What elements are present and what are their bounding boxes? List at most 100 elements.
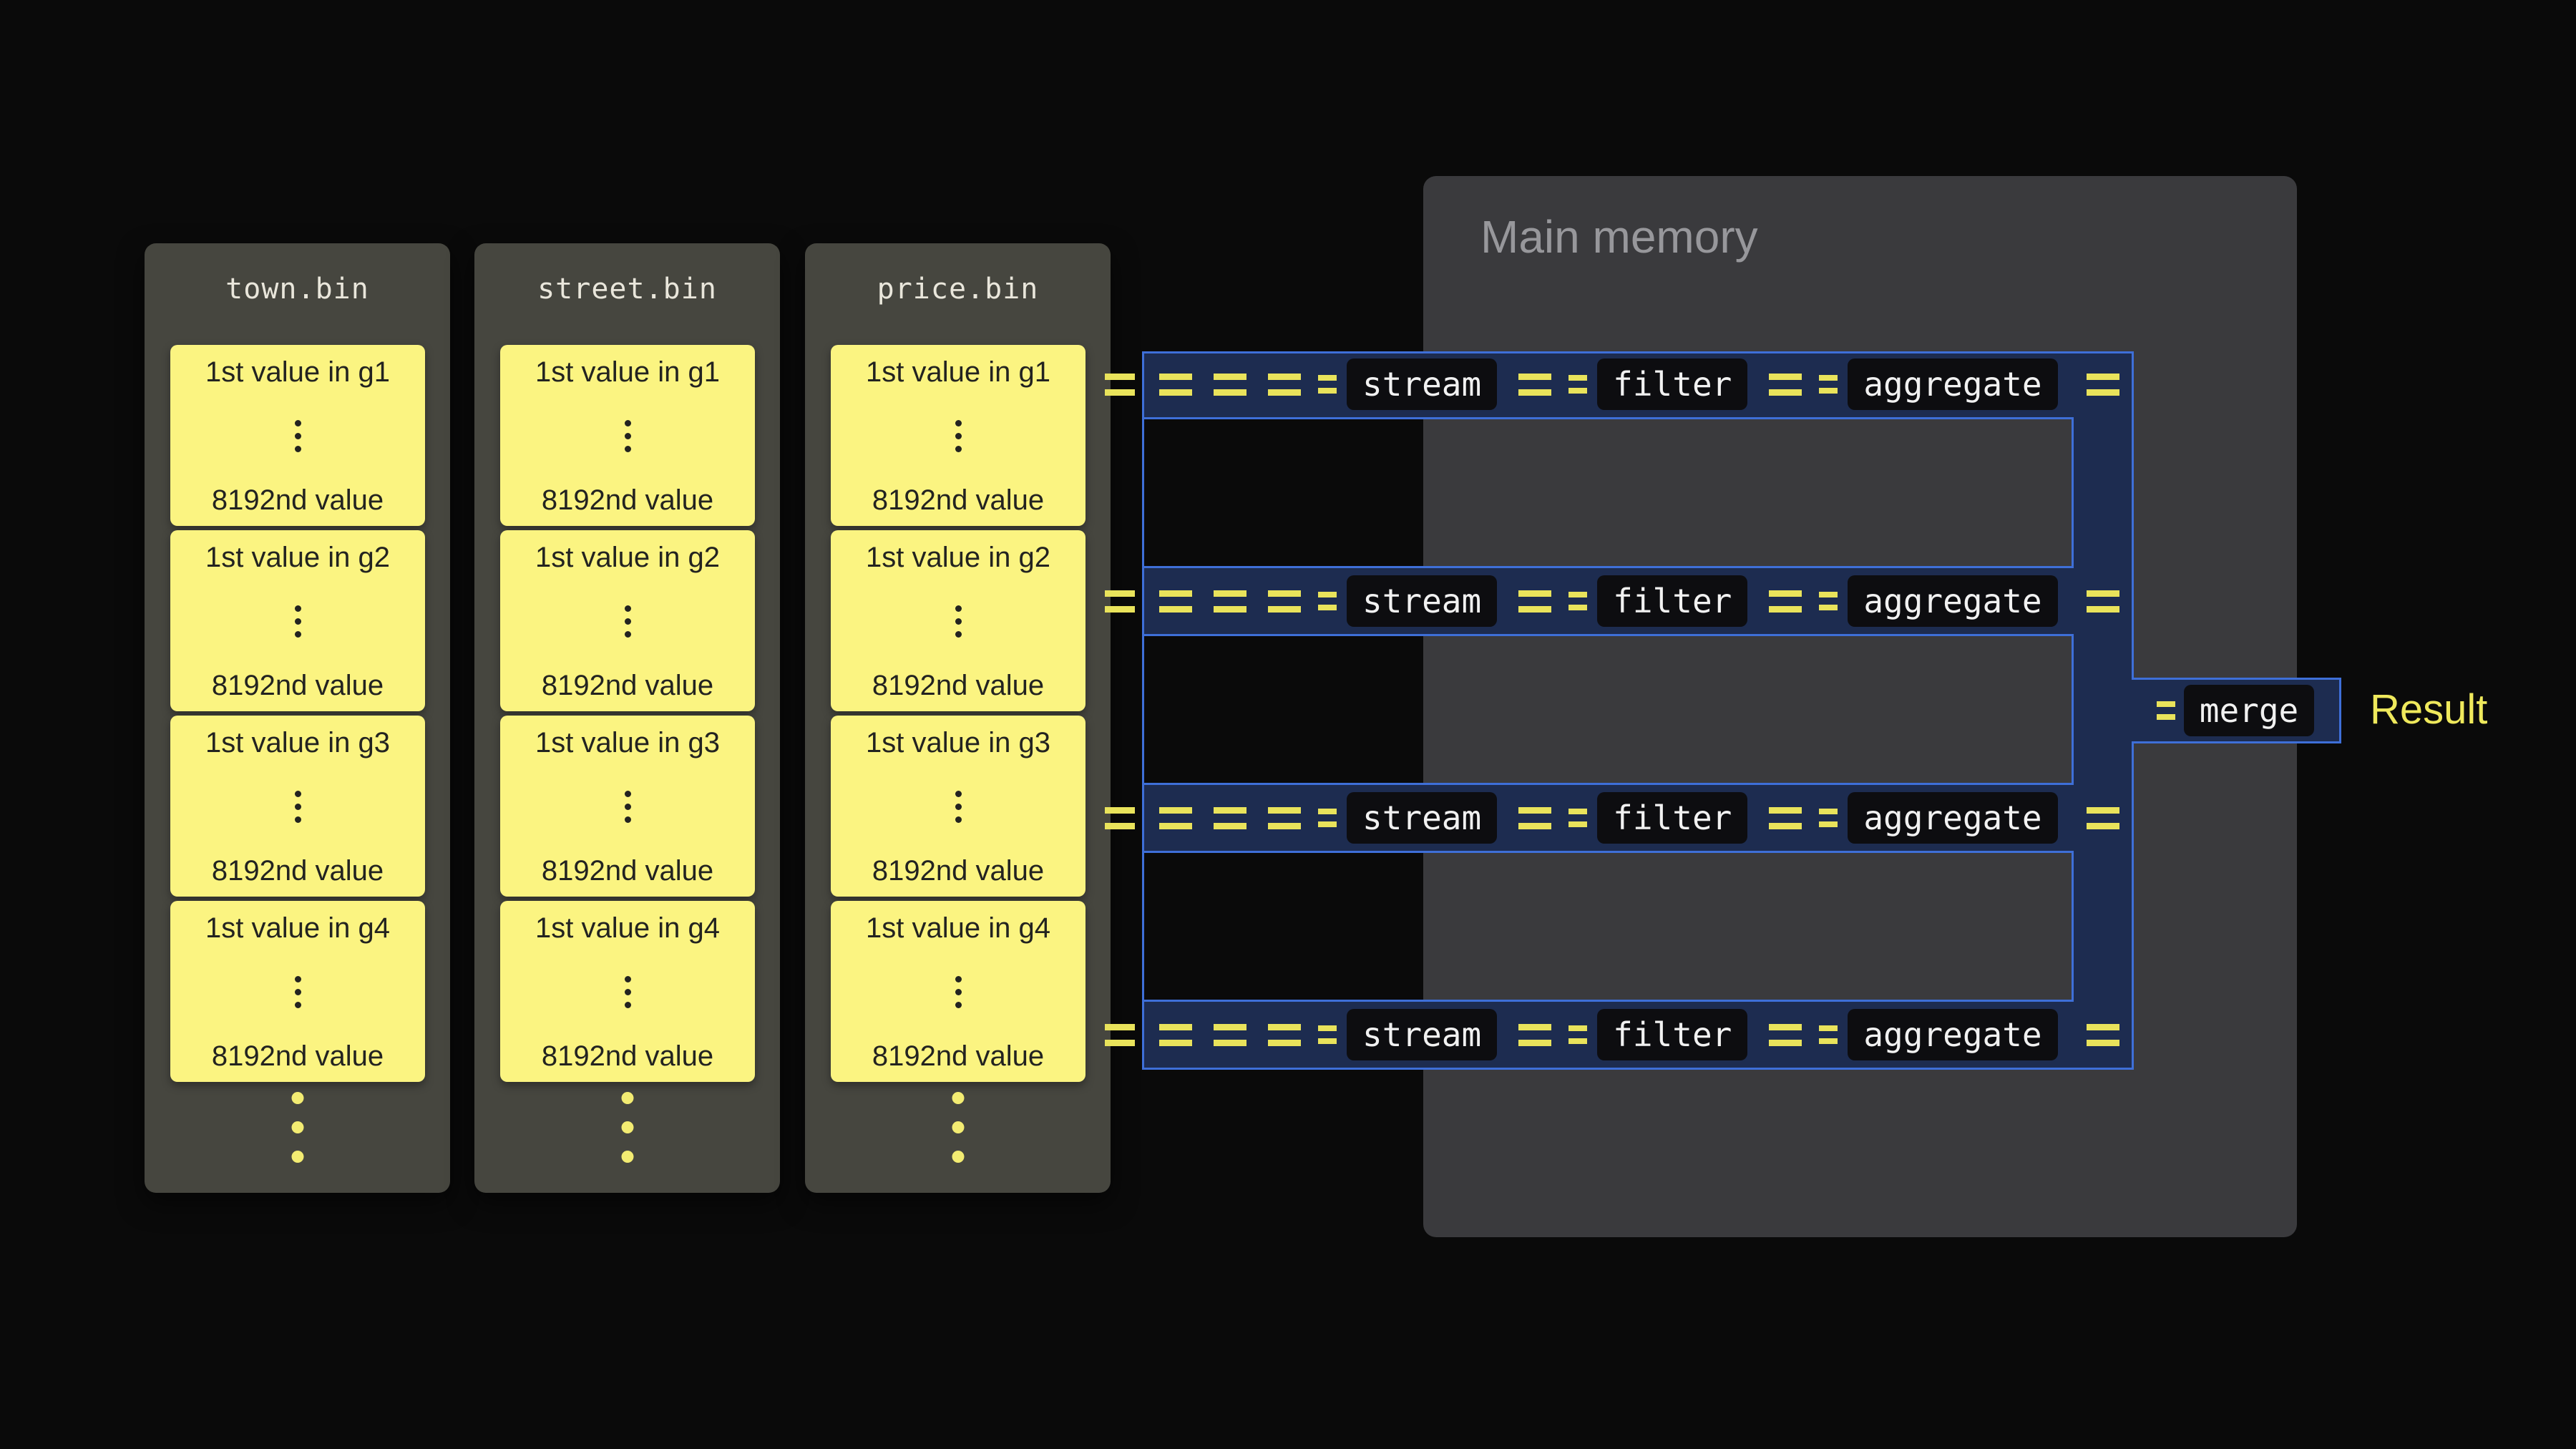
value-group-list: 1st value in g1 8192nd value 1st value i…: [500, 345, 755, 1082]
first-value-label: 1st value in g4: [205, 912, 390, 944]
first-value-label: 1st value in g2: [535, 542, 720, 573]
first-value-label: 1st value in g2: [866, 542, 1050, 573]
data-flow-dash-icon: [1318, 1025, 1337, 1044]
data-flow-dash-icon: [1268, 373, 1301, 396]
file-panel-price-bin: price.bin 1st value in g1 8192nd value 1…: [805, 243, 1111, 1193]
value-group-box: 1st value in g1 8192nd value: [170, 345, 425, 526]
data-flow-dash-icon: [1518, 373, 1552, 396]
stream-stage-chip: stream: [1347, 792, 1498, 844]
ellipsis-icon: [294, 605, 301, 638]
stream-stage-chip: stream: [1347, 1009, 1498, 1060]
pipe-spine: [2074, 351, 2134, 1070]
value-group-box: 1st value in g2 8192nd value: [831, 530, 1085, 711]
ellipsis-icon: [624, 791, 631, 823]
data-flow-dash-icon: [1819, 809, 1838, 827]
last-value-label: 8192nd value: [872, 1040, 1045, 1072]
pipeline-lane-1: stream filter aggregate: [1105, 351, 2134, 417]
first-value-label: 1st value in g3: [866, 727, 1050, 758]
data-flow-dash-icon: [1214, 590, 1246, 613]
file-title: price.bin: [877, 273, 1039, 306]
last-value-label: 8192nd value: [211, 484, 384, 516]
ellipsis-icon: [624, 976, 631, 1008]
data-flow-dash-icon: [1568, 375, 1588, 394]
stream-stage-chip: stream: [1347, 358, 1498, 410]
file-title: town.bin: [225, 273, 369, 306]
value-group-box: 1st value in g4 8192nd value: [831, 901, 1085, 1082]
data-flow-dash-icon: [1214, 1023, 1246, 1046]
first-value-label: 1st value in g3: [535, 727, 720, 758]
data-flow-dash-icon: [1159, 1023, 1192, 1046]
value-group-box: 1st value in g2 8192nd value: [500, 530, 755, 711]
last-value-label: 8192nd value: [211, 1040, 384, 1072]
last-value-label: 8192nd value: [872, 855, 1045, 887]
data-flow-dash-icon: [1568, 592, 1588, 610]
data-flow-dash-icon: [1318, 592, 1337, 610]
pipeline-lane-2: stream filter aggregate: [1105, 568, 2134, 634]
data-flow-dash-icon: [1318, 375, 1337, 394]
first-value-label: 1st value in g3: [205, 727, 390, 758]
more-groups-ellipsis-icon: [621, 1092, 633, 1163]
data-flow-dash-icon: [1769, 373, 1802, 396]
last-value-label: 8192nd value: [541, 855, 714, 887]
data-flow-dash-icon: [1769, 590, 1802, 613]
pipeline-lane-3: stream filter aggregate: [1105, 785, 2134, 851]
data-flow-dash-icon: [1214, 373, 1246, 396]
ellipsis-icon: [294, 791, 301, 823]
value-group-box: 1st value in g4 8192nd value: [500, 901, 755, 1082]
data-flow-dash-icon: [1819, 592, 1838, 610]
ellipsis-icon: [955, 976, 962, 1008]
ellipsis-icon: [624, 420, 631, 452]
first-value-label: 1st value in g1: [535, 356, 720, 388]
data-flow-dash-icon: [1214, 806, 1246, 829]
data-flow-dash-icon: [1568, 1025, 1588, 1044]
last-value-label: 8192nd value: [211, 855, 384, 887]
first-value-label: 1st value in g4: [866, 912, 1050, 944]
value-group-box: 1st value in g3 8192nd value: [500, 716, 755, 897]
data-flow-dash-icon: [1518, 590, 1552, 613]
aggregate-stage-chip: aggregate: [1848, 1009, 2058, 1060]
data-flow-dash-icon: [1268, 1023, 1301, 1046]
last-value-label: 8192nd value: [541, 670, 714, 701]
data-flow-dash-icon: [1568, 809, 1588, 827]
last-value-label: 8192nd value: [211, 670, 384, 701]
data-flow-dash-icon: [2156, 701, 2175, 720]
data-flow-dash-icon: [1518, 806, 1552, 829]
aggregate-stage-chip: aggregate: [1848, 358, 2058, 410]
ellipsis-icon: [955, 605, 962, 638]
filter-stage-chip: filter: [1597, 1009, 1748, 1060]
pipeline-lane-4: stream filter aggregate: [1105, 1002, 2134, 1068]
first-value-label: 1st value in g2: [205, 542, 390, 573]
data-flow-dash-icon: [1268, 590, 1301, 613]
data-flow-dash-icon: [2087, 590, 2119, 613]
data-flow-dash-icon: [1769, 806, 1802, 829]
value-group-box: 1st value in g1 8192nd value: [831, 345, 1085, 526]
file-panel-street-bin: street.bin 1st value in g1 8192nd value …: [474, 243, 780, 1193]
last-value-label: 8192nd value: [541, 1040, 714, 1072]
value-group-box: 1st value in g1 8192nd value: [500, 345, 755, 526]
last-value-label: 8192nd value: [872, 484, 1045, 516]
main-memory-title: Main memory: [1480, 211, 1758, 263]
value-group-list: 1st value in g1 8192nd value 1st value i…: [170, 345, 425, 1082]
data-flow-dash-icon: [1159, 373, 1192, 396]
data-flow-dash-icon: [1819, 1025, 1838, 1044]
first-value-label: 1st value in g1: [866, 356, 1050, 388]
data-flow-dash-icon: [1318, 809, 1337, 827]
more-groups-ellipsis-icon: [952, 1092, 964, 1163]
more-groups-ellipsis-icon: [291, 1092, 303, 1163]
filter-stage-chip: filter: [1597, 358, 1748, 410]
filter-stage-chip: filter: [1597, 792, 1748, 844]
ellipsis-icon: [955, 791, 962, 823]
data-flow-dash-icon: [1159, 590, 1192, 613]
value-group-box: 1st value in g3 8192nd value: [170, 716, 425, 897]
data-flow-dash-icon: [1769, 1023, 1802, 1046]
file-panel-town-bin: town.bin 1st value in g1 8192nd value 1s…: [145, 243, 450, 1193]
value-group-list: 1st value in g1 8192nd value 1st value i…: [831, 345, 1085, 1082]
aggregate-stage-chip: aggregate: [1848, 792, 2058, 844]
result-label: Result: [2370, 686, 2488, 733]
first-value-label: 1st value in g4: [535, 912, 720, 944]
filter-stage-chip: filter: [1597, 575, 1748, 627]
data-flow-dash-icon: [1819, 375, 1838, 394]
merge-stage-chip: merge: [2183, 685, 2315, 736]
ellipsis-icon: [624, 605, 631, 638]
